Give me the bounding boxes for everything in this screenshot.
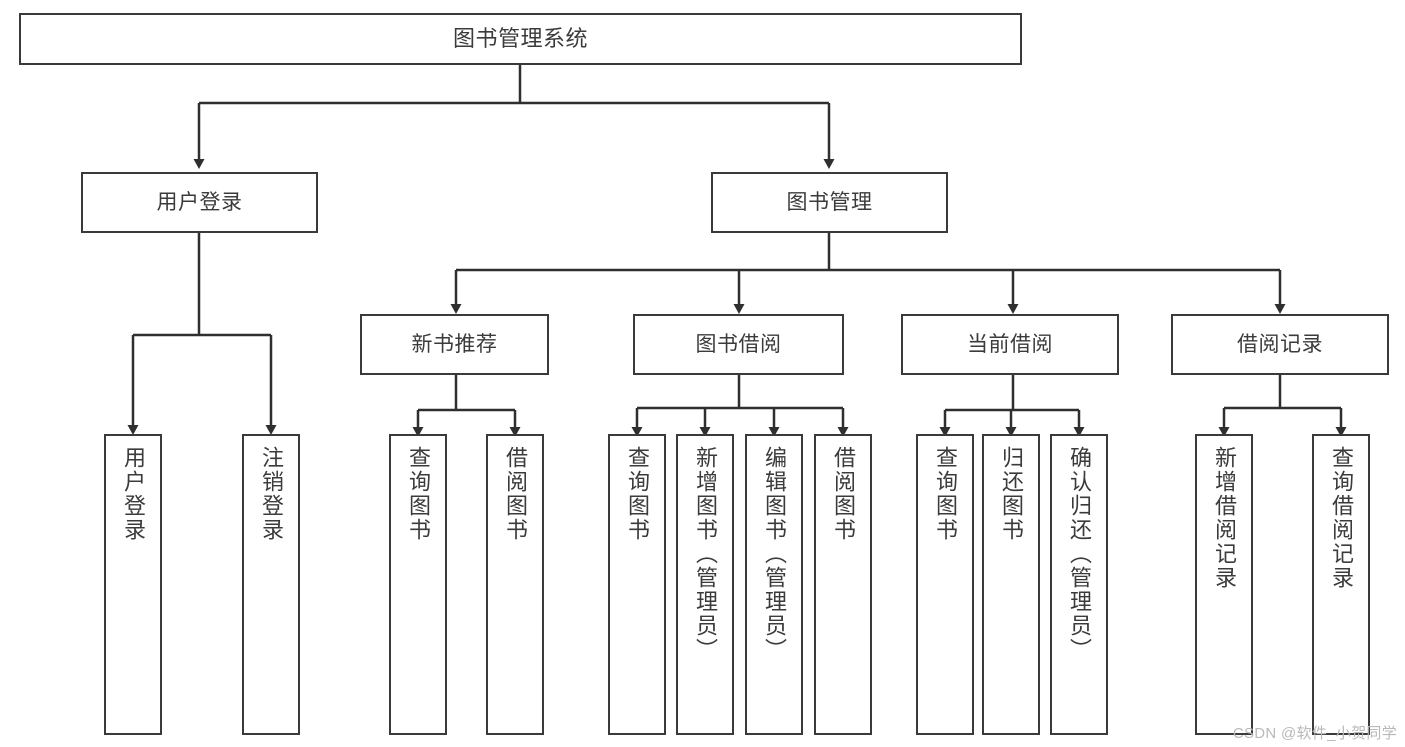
leaf-user-login[interactable]: 用户登录 xyxy=(104,434,162,735)
leaf-query-book-recommend[interactable]: 查询图书 xyxy=(389,434,447,735)
leaf-label: 借阅图书 xyxy=(831,446,856,542)
node-label: 当前借阅 xyxy=(967,332,1053,356)
leaf-query-book-borrow[interactable]: 查询图书 xyxy=(608,434,666,735)
node-label: 图书借阅 xyxy=(695,332,782,356)
node-book-management-system[interactable]: 图书管理系统 xyxy=(19,13,1022,65)
leaf-label: 查询图书 xyxy=(406,446,431,542)
node-label: 新书推荐 xyxy=(411,332,498,356)
leaf-label: 编辑图书（管理员） xyxy=(762,446,787,662)
leaf-add-borrow-record[interactable]: 新增借阅记录 xyxy=(1195,434,1253,735)
leaf-logout-login[interactable]: 注销登录 xyxy=(242,434,300,735)
leaf-label: 确认归还（管理员） xyxy=(1067,446,1092,662)
node-current-borrow[interactable]: 当前借阅 xyxy=(901,314,1119,375)
leaf-label: 新增图书（管理员） xyxy=(693,446,718,662)
leaf-borrow-book-recommend[interactable]: 借阅图书 xyxy=(486,434,544,735)
watermark: CSDN @软件_小贺同学 xyxy=(1232,725,1397,742)
node-book-borrow[interactable]: 图书借阅 xyxy=(633,314,844,375)
leaf-return-book[interactable]: 归还图书 xyxy=(982,434,1040,735)
leaf-label: 用户登录 xyxy=(121,446,146,542)
leaf-query-borrow-record[interactable]: 查询借阅记录 xyxy=(1312,434,1370,735)
leaf-query-book-current[interactable]: 查询图书 xyxy=(916,434,974,735)
node-label: 图书管理系统 xyxy=(452,25,588,51)
node-borrow-record[interactable]: 借阅记录 xyxy=(1171,314,1389,375)
node-user-login[interactable]: 用户登录 xyxy=(81,172,318,233)
leaf-label: 查询图书 xyxy=(625,446,650,542)
leaf-edit-book[interactable]: 编辑图书（管理员） xyxy=(745,434,803,735)
leaf-label: 归还图书 xyxy=(999,446,1024,542)
leaf-borrow-book[interactable]: 借阅图书 xyxy=(814,434,872,735)
leaf-add-book[interactable]: 新增图书（管理员） xyxy=(676,434,734,735)
node-label: 图书管理 xyxy=(786,190,873,214)
leaf-confirm-return[interactable]: 确认归还（管理员） xyxy=(1050,434,1108,735)
node-label: 借阅记录 xyxy=(1237,332,1323,356)
node-new-book-recommend[interactable]: 新书推荐 xyxy=(360,314,549,375)
leaf-label: 查询借阅记录 xyxy=(1329,446,1354,590)
leaf-label: 借阅图书 xyxy=(503,446,528,542)
node-book-manage[interactable]: 图书管理 xyxy=(711,172,948,233)
leaf-label: 注销登录 xyxy=(259,446,284,542)
leaf-label: 查询图书 xyxy=(933,446,958,542)
node-label: 用户登录 xyxy=(156,190,243,214)
leaf-label: 新增借阅记录 xyxy=(1212,446,1237,590)
